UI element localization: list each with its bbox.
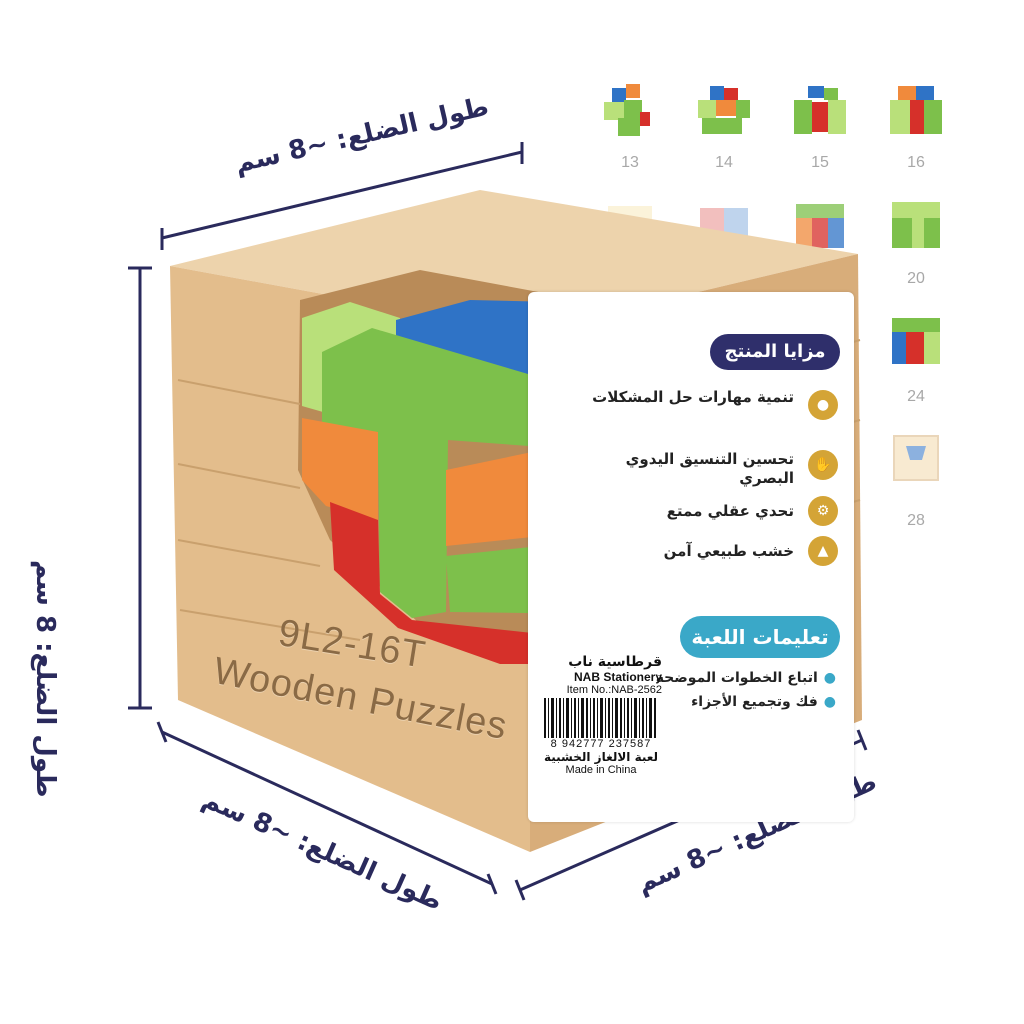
step-number: 16: [907, 154, 925, 171]
step-number: 28: [907, 512, 925, 529]
hand-icon: ✋: [808, 450, 838, 480]
step-number: 20: [907, 270, 925, 287]
brand-block: قرطاسية ناب NAB Stationery Item No.:NAB-…: [540, 654, 662, 776]
product-name-arabic: لعبة الالغاز الخشبية: [543, 750, 659, 764]
step-number: 13: [621, 154, 639, 171]
bullet-icon: ●: [823, 670, 836, 686]
bullet-icon: ●: [823, 694, 836, 710]
tree-icon: ▲: [808, 536, 838, 566]
step-thumbnail-20: [892, 202, 940, 248]
step-number: 15: [811, 154, 829, 171]
feature-item: تحسين التنسيق اليدوي البصري: [625, 450, 794, 487]
step-thumbnail-faded: [796, 204, 844, 248]
feature-item: تنمية مهارات حل المشكلات: [592, 388, 794, 406]
step-thumbnail-13: [604, 84, 650, 136]
gears-icon: ⚙: [808, 496, 838, 526]
brand-english: NAB Stationery: [573, 670, 662, 684]
brain-icon: ●: [808, 390, 838, 420]
barcode-number: 8 942777 237587: [550, 738, 652, 750]
item-number: Item No.:NAB-2562: [566, 684, 662, 696]
feature-item: خشب طبيعي آمن: [663, 542, 794, 560]
instruction-item: ●اتباع الخطوات الموضحة: [655, 670, 836, 686]
features-title: مزايا المنتج: [710, 334, 840, 370]
step-thumbnail-24: [892, 318, 940, 364]
brand-arabic: قرطاسية ناب: [568, 654, 662, 670]
step-number: 14: [715, 154, 733, 171]
feature-item: تحدي عقلي ممتع: [666, 502, 794, 520]
step-thumbnail-16: [890, 86, 942, 134]
step-thumbnail-28: [893, 435, 939, 481]
barcode-icon: [544, 698, 656, 738]
instruction-item: ●فك وتجميع الأجزاء: [691, 694, 836, 710]
made-in: Made in China: [565, 764, 637, 776]
piece-orange-left: [302, 418, 378, 520]
step-thumbnail-14: [698, 86, 750, 134]
piece-green-t: [322, 328, 562, 618]
step-thumbnail-15: [794, 86, 846, 134]
step-number: 24: [907, 388, 925, 405]
instructions-title: تعليمات اللعبة: [680, 616, 840, 658]
